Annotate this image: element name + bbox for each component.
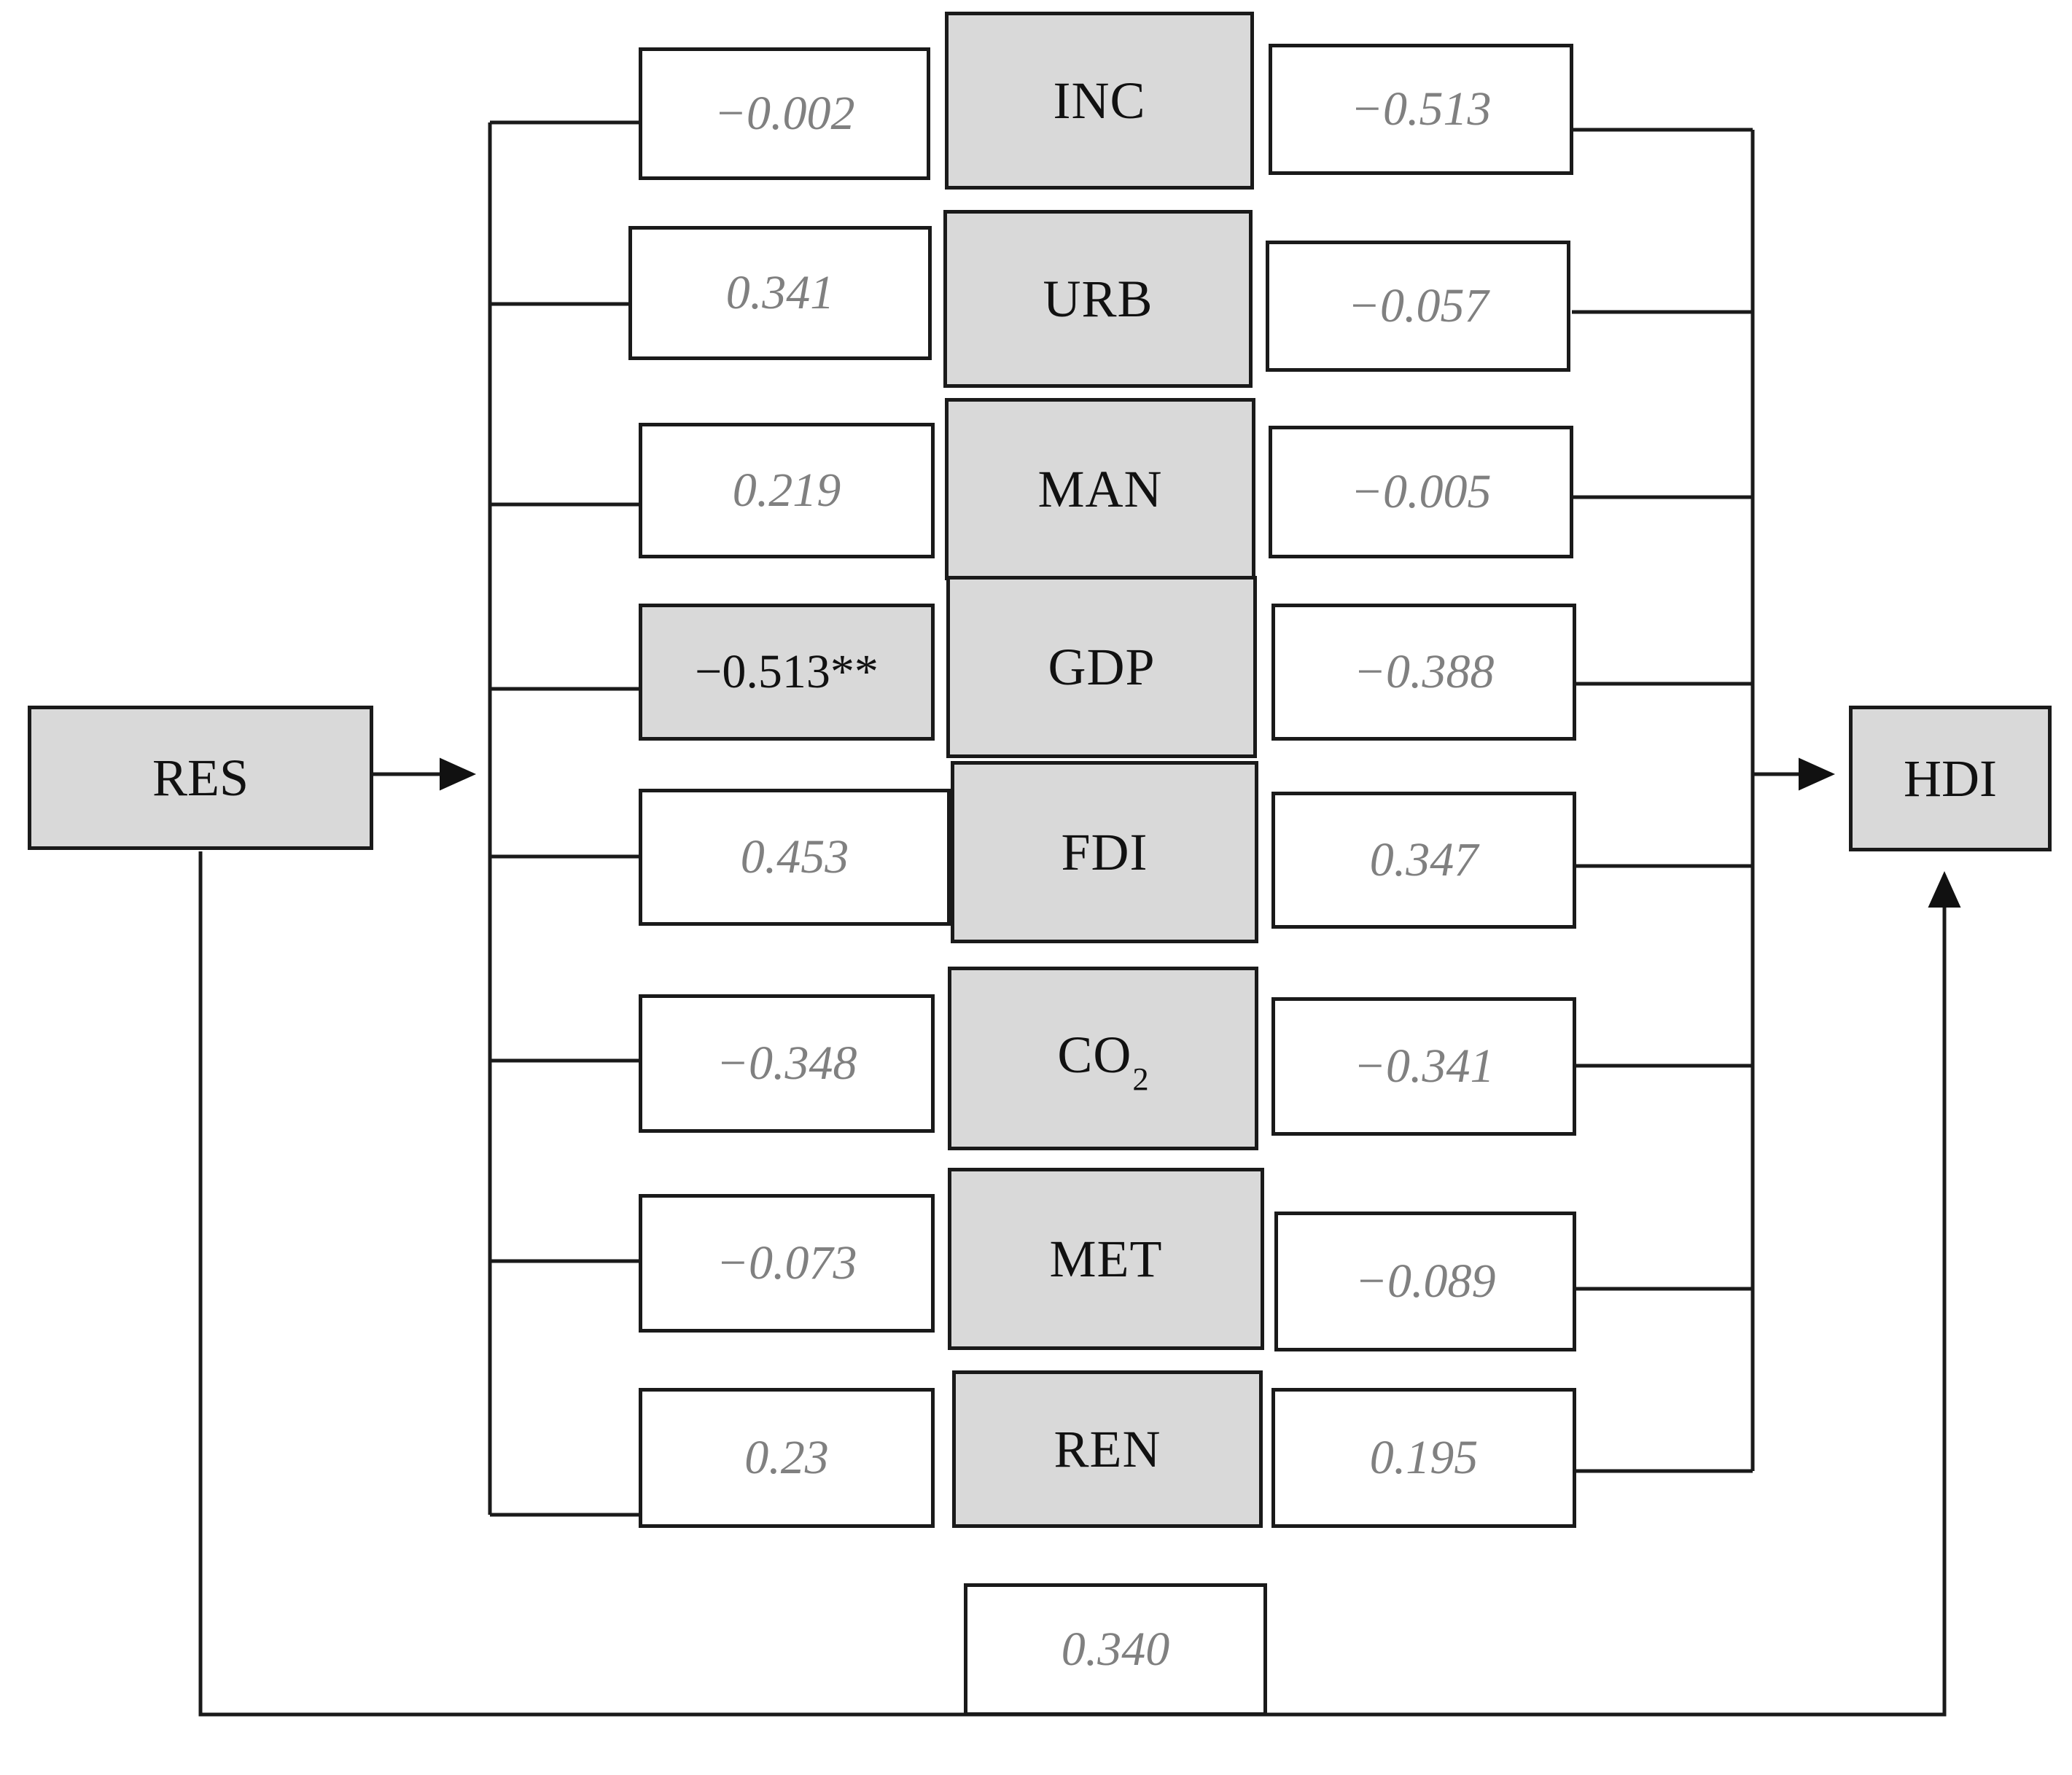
apath-box-met[interactable]: −0.073 (639, 1194, 935, 1333)
node-met-label: MET (1049, 1229, 1163, 1288)
node-inc[interactable]: INC (945, 12, 1254, 190)
direct-effect-box[interactable]: 0.340 (964, 1583, 1267, 1716)
direct-effect-value: 0.340 (1061, 1623, 1170, 1676)
apath-box-gdp[interactable]: −0.513** (639, 604, 935, 741)
apath-value-fdi: 0.453 (740, 830, 849, 883)
node-man-label: MAN (1037, 459, 1163, 518)
node-hdi-label: HDI (1904, 749, 1997, 808)
apath-box-man[interactable]: 0.219 (639, 423, 935, 558)
bpath-box-fdi[interactable]: 0.347 (1271, 792, 1576, 929)
node-fdi-label: FDI (1061, 822, 1148, 881)
node-co2-subscript: 2 (1132, 1060, 1150, 1097)
node-co2[interactable]: CO2 (948, 967, 1258, 1150)
node-hdi[interactable]: HDI (1849, 706, 2052, 851)
node-co2-label: CO2 (1057, 1025, 1148, 1096)
node-urb-label: URB (1043, 269, 1153, 328)
bpath-value-met: −0.089 (1355, 1255, 1496, 1308)
node-met[interactable]: MET (948, 1168, 1264, 1350)
apath-box-ren[interactable]: 0.23 (639, 1388, 935, 1528)
bpath-value-ren: 0.195 (1369, 1431, 1479, 1484)
bpath-value-man: −0.005 (1350, 465, 1492, 518)
bpath-box-inc[interactable]: −0.513 (1269, 44, 1573, 175)
bpath-box-man[interactable]: −0.005 (1269, 426, 1573, 558)
node-res[interactable]: RES (28, 706, 373, 850)
apath-box-co2[interactable]: −0.348 (639, 994, 935, 1133)
bpath-value-urb: −0.057 (1347, 279, 1489, 332)
node-gdp[interactable]: GDP (946, 576, 1257, 758)
bpath-value-gdp: −0.388 (1353, 645, 1495, 698)
node-fdi[interactable]: FDI (951, 761, 1258, 943)
bpath-value-fdi: 0.347 (1369, 833, 1479, 886)
node-ren-label: REN (1053, 1419, 1161, 1478)
apath-value-co2: −0.348 (716, 1037, 857, 1090)
bpath-box-gdp[interactable]: −0.388 (1271, 604, 1576, 741)
node-gdp-label: GDP (1048, 637, 1156, 696)
node-res-label: RES (152, 748, 249, 807)
node-ren[interactable]: REN (952, 1370, 1263, 1528)
apath-value-gdp: −0.513** (695, 645, 879, 698)
apath-value-inc: −0.002 (714, 87, 855, 140)
node-co2-base: CO (1057, 1026, 1132, 1085)
bpath-value-co2: −0.341 (1353, 1039, 1495, 1093)
apath-value-met: −0.073 (716, 1236, 857, 1290)
apath-box-inc[interactable]: −0.002 (639, 47, 930, 180)
bpath-value-inc: −0.513 (1350, 82, 1492, 136)
node-urb[interactable]: URB (943, 210, 1253, 388)
apath-box-urb[interactable]: 0.341 (628, 226, 932, 360)
node-inc-label: INC (1053, 71, 1146, 130)
bpath-box-co2[interactable]: −0.341 (1271, 997, 1576, 1136)
apath-value-man: 0.219 (732, 464, 841, 517)
bpath-box-ren[interactable]: 0.195 (1271, 1388, 1576, 1528)
apath-value-ren: 0.23 (744, 1431, 829, 1484)
bpath-box-met[interactable]: −0.089 (1274, 1212, 1576, 1351)
bpath-box-urb[interactable]: −0.057 (1266, 241, 1570, 372)
node-man[interactable]: MAN (945, 398, 1255, 580)
apath-value-urb: 0.341 (725, 266, 835, 319)
apath-box-fdi[interactable]: 0.453 (639, 789, 951, 926)
